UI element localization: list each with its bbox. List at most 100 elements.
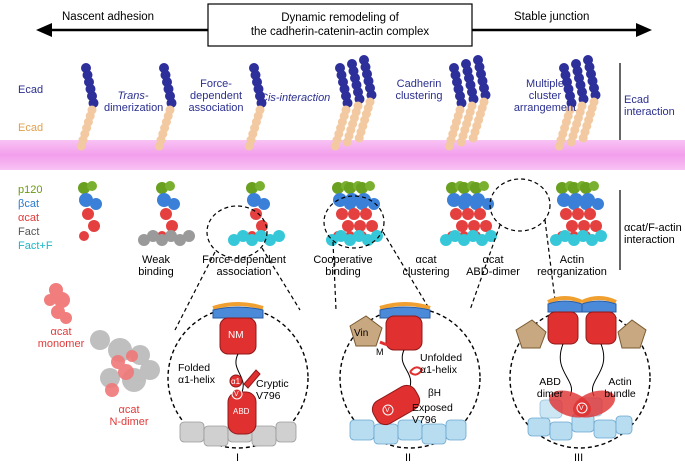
ecad-tan-domain bbox=[154, 141, 164, 151]
c2-m-label: M bbox=[376, 347, 384, 357]
zoom-circle-1 bbox=[167, 302, 309, 449]
legend-p120: p120 bbox=[18, 184, 43, 196]
c2-exposed-label: Exposed V796 bbox=[412, 402, 453, 426]
p120-domain bbox=[568, 182, 580, 194]
legend-acat: αcat bbox=[18, 212, 40, 224]
acat-domain bbox=[160, 208, 172, 220]
acat-domain bbox=[336, 208, 348, 220]
legend-ecad-top: Ecad bbox=[18, 84, 44, 96]
acat-domain bbox=[166, 220, 178, 232]
bcat-domain bbox=[459, 193, 473, 207]
zoom-lines bbox=[174, 178, 556, 331]
acat-domain bbox=[578, 220, 590, 232]
ecad-blue-domain bbox=[566, 98, 577, 108]
c1-nm-label: NM bbox=[228, 330, 244, 341]
bcat-domain bbox=[447, 193, 461, 207]
ecad-blue-domain bbox=[342, 98, 353, 108]
actin-filament-bead bbox=[485, 230, 497, 242]
acat-domain bbox=[456, 220, 468, 232]
stage-cis-interaction: Cis-interaction bbox=[260, 92, 331, 104]
actin-filament-bead bbox=[147, 230, 159, 242]
actin-filament-bead bbox=[559, 230, 571, 242]
p120-domain bbox=[458, 182, 470, 194]
p120-domain bbox=[356, 182, 368, 194]
actin-filament-bead bbox=[156, 234, 168, 246]
acat-domain bbox=[82, 208, 94, 220]
label-acat-ndimer: αcat N-dimer bbox=[109, 404, 149, 428]
c3-v-label: V bbox=[579, 405, 584, 412]
zoom-circle-2 bbox=[339, 302, 481, 449]
ecad-blue-domain bbox=[590, 90, 601, 100]
c1-cryptic-label: Cryptic V796 bbox=[256, 378, 289, 402]
plasma-membrane-band bbox=[0, 140, 685, 170]
mid-cooperative-binding: Cooperative binding bbox=[313, 254, 373, 278]
bcat-domain bbox=[168, 198, 180, 210]
bcat-domain bbox=[79, 193, 93, 207]
p120-domain bbox=[78, 182, 90, 194]
p120-domain bbox=[365, 181, 375, 191]
actin-filament-bead bbox=[273, 230, 285, 242]
acat-domain bbox=[462, 208, 474, 220]
ecad-blue-domain bbox=[354, 94, 365, 104]
ecad-blue-domain bbox=[366, 90, 377, 100]
c1-numeral: I bbox=[236, 452, 240, 464]
c3-numeral: III bbox=[574, 452, 584, 464]
acat-domain bbox=[572, 208, 584, 220]
actin-filament-bead bbox=[362, 234, 374, 246]
ecad-tan-domain bbox=[554, 141, 564, 151]
acat-domain bbox=[468, 220, 480, 232]
acat-domain bbox=[366, 220, 378, 232]
acat-ndimer-molecule bbox=[90, 330, 160, 397]
ecad-tan-domain bbox=[244, 141, 254, 151]
ecad-tan-domain bbox=[468, 133, 478, 143]
p120-domain bbox=[344, 182, 356, 194]
bcat-domain bbox=[557, 193, 571, 207]
ecad-tan-domain bbox=[330, 141, 340, 151]
ecad-tan-domain bbox=[456, 137, 466, 147]
p120-domain bbox=[589, 181, 599, 191]
stage-multiple-cluster: Multiple cluster arrangement bbox=[513, 78, 577, 114]
acat-domain bbox=[480, 220, 492, 232]
ecad-tan-domain bbox=[354, 133, 364, 143]
label-acat-monomer: αcat monomer bbox=[37, 326, 85, 350]
bcat-domain bbox=[482, 198, 494, 210]
acat-domain bbox=[566, 220, 578, 232]
c2-bh-label: βH bbox=[428, 388, 441, 399]
c3-actin-bundle-label: Actin bundle bbox=[604, 376, 636, 400]
acat-domain bbox=[584, 208, 596, 220]
actin-filament-bead bbox=[138, 234, 150, 246]
actin-filament-bead bbox=[183, 230, 195, 242]
ecad-tan-domain bbox=[578, 133, 588, 143]
bcat-domain bbox=[569, 193, 583, 207]
bcat-domain bbox=[90, 198, 102, 210]
legend-ecad-mid: Ecad bbox=[18, 122, 44, 134]
p120-domain bbox=[255, 181, 265, 191]
mid-actin-reorganization: Actin reorganization bbox=[537, 254, 607, 278]
c3-abd-dimer-label: ABD dimer bbox=[536, 376, 564, 400]
legend-fact-f: Fact+F bbox=[18, 240, 53, 252]
mid-weak-binding: Weak binding bbox=[138, 254, 174, 278]
title-box bbox=[207, 3, 473, 47]
acat-domain bbox=[256, 220, 268, 232]
ecad-blue-domain bbox=[468, 94, 479, 104]
mid-acat-abd-dimer: αcat ABD-dimer bbox=[466, 254, 520, 278]
bcat-domain bbox=[592, 198, 604, 210]
p120-domain bbox=[165, 181, 175, 191]
actin-filament-bead bbox=[595, 230, 607, 242]
c2-unfolded-label: Unfolded α1-helix bbox=[420, 352, 463, 376]
p120-domain bbox=[479, 181, 489, 191]
actin-filament-bead bbox=[476, 234, 488, 246]
header-left-label: Nascent adhesion bbox=[62, 11, 155, 23]
ecad-tan-domain bbox=[342, 137, 352, 147]
legend-pm: PM bbox=[18, 170, 35, 182]
acat-domain bbox=[250, 208, 262, 220]
actin-filament-bead bbox=[371, 230, 383, 242]
acat-domain bbox=[79, 231, 89, 241]
bcat-domain bbox=[471, 193, 485, 207]
header-title-line1: Dynamic remodeling of bbox=[281, 12, 399, 24]
acat-domain bbox=[560, 208, 572, 220]
ecad-blue-domain bbox=[256, 98, 267, 108]
header-title: Dynamic remodeling of the cadherin-caten… bbox=[208, 12, 472, 38]
acat-domain bbox=[474, 208, 486, 220]
